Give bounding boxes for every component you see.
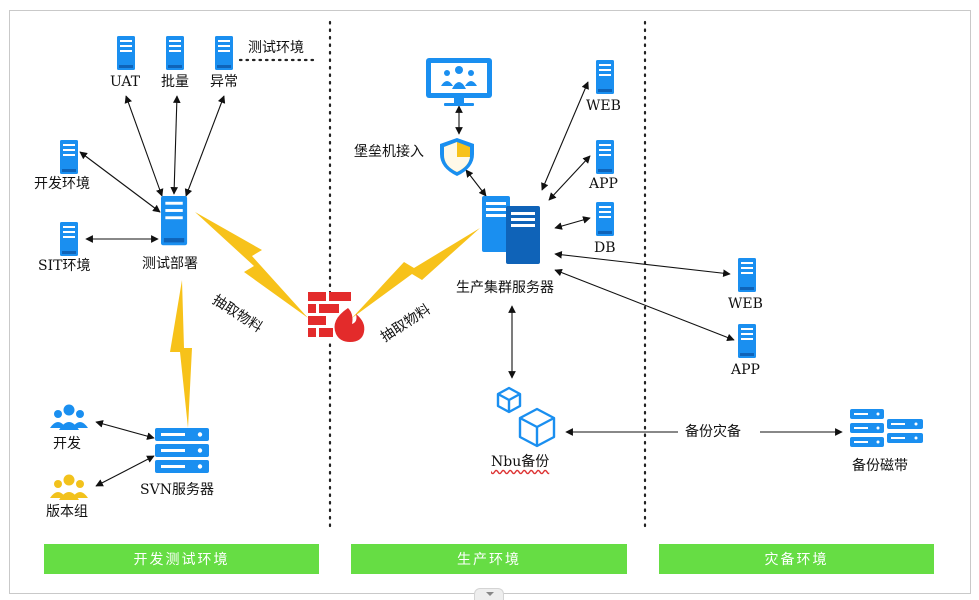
dev-label: 开发 bbox=[53, 436, 81, 452]
web-dr-label: WEB bbox=[728, 296, 763, 312]
abnormal-server-icon bbox=[215, 36, 233, 70]
version-group-people-icon bbox=[50, 474, 88, 500]
test-env-note-label: 测试环境 bbox=[248, 40, 304, 56]
app-prod-server-icon bbox=[596, 140, 614, 174]
batch-server-icon bbox=[166, 36, 184, 70]
web-prod-label: WEB bbox=[586, 98, 621, 114]
test-deploy-label: 测试部署 bbox=[142, 256, 198, 272]
app-prod-label: APP bbox=[589, 176, 618, 192]
backup-tape-icon bbox=[850, 409, 923, 447]
lightning-left-icon bbox=[195, 212, 308, 318]
nbu-backup-cube-icon bbox=[496, 386, 556, 448]
dev-env-server-icon bbox=[60, 140, 78, 174]
dev-people-icon bbox=[50, 404, 88, 430]
backup-dr-label: 备份灾备 bbox=[685, 424, 741, 440]
zone-dr-banner: 灾备环境 bbox=[659, 544, 934, 574]
version-group-label: 版本组 bbox=[46, 504, 88, 520]
monitor-users-icon bbox=[426, 58, 492, 106]
dev-env-label: 开发环境 bbox=[34, 176, 90, 192]
test-deploy-server-icon bbox=[161, 196, 188, 246]
lightning-down-icon bbox=[170, 280, 192, 428]
app-dr-server-icon bbox=[738, 324, 756, 358]
svn-server-icon bbox=[155, 428, 209, 473]
scroll-down-tab[interactable] bbox=[474, 588, 504, 600]
zone-production-banner: 生产环境 bbox=[351, 544, 627, 574]
db-prod-server-icon bbox=[596, 202, 614, 236]
connection-arrows bbox=[79, 81, 843, 487]
sit-env-label: SIT环境 bbox=[38, 258, 91, 274]
bastion-shield-icon bbox=[440, 138, 474, 176]
db-prod-label: DB bbox=[594, 240, 616, 256]
batch-label: 批量 bbox=[161, 74, 189, 90]
abnormal-label: 异常 bbox=[210, 74, 238, 90]
nbu-backup-label: Nbu备份 bbox=[491, 454, 550, 470]
sit-server-icon bbox=[60, 222, 78, 256]
firewall-icon bbox=[308, 292, 365, 342]
web-prod-server-icon bbox=[596, 60, 614, 94]
web-dr-server-icon bbox=[738, 258, 756, 292]
lightning-right-icon bbox=[352, 228, 480, 318]
bastion-label: 堡垒机接入 bbox=[354, 144, 424, 160]
backup-tape-label: 备份磁带 bbox=[852, 458, 908, 474]
chevron-down-icon bbox=[486, 592, 494, 596]
zone-dev-test-banner: 开发测试环境 bbox=[44, 544, 319, 574]
uat-server-icon bbox=[117, 36, 135, 70]
prod-cluster-server-icon bbox=[482, 196, 540, 264]
svn-server-label: SVN服务器 bbox=[140, 482, 214, 498]
prod-cluster-label: 生产集群服务器 bbox=[456, 280, 554, 296]
app-dr-label: APP bbox=[731, 362, 760, 378]
uat-label: UAT bbox=[110, 74, 141, 90]
